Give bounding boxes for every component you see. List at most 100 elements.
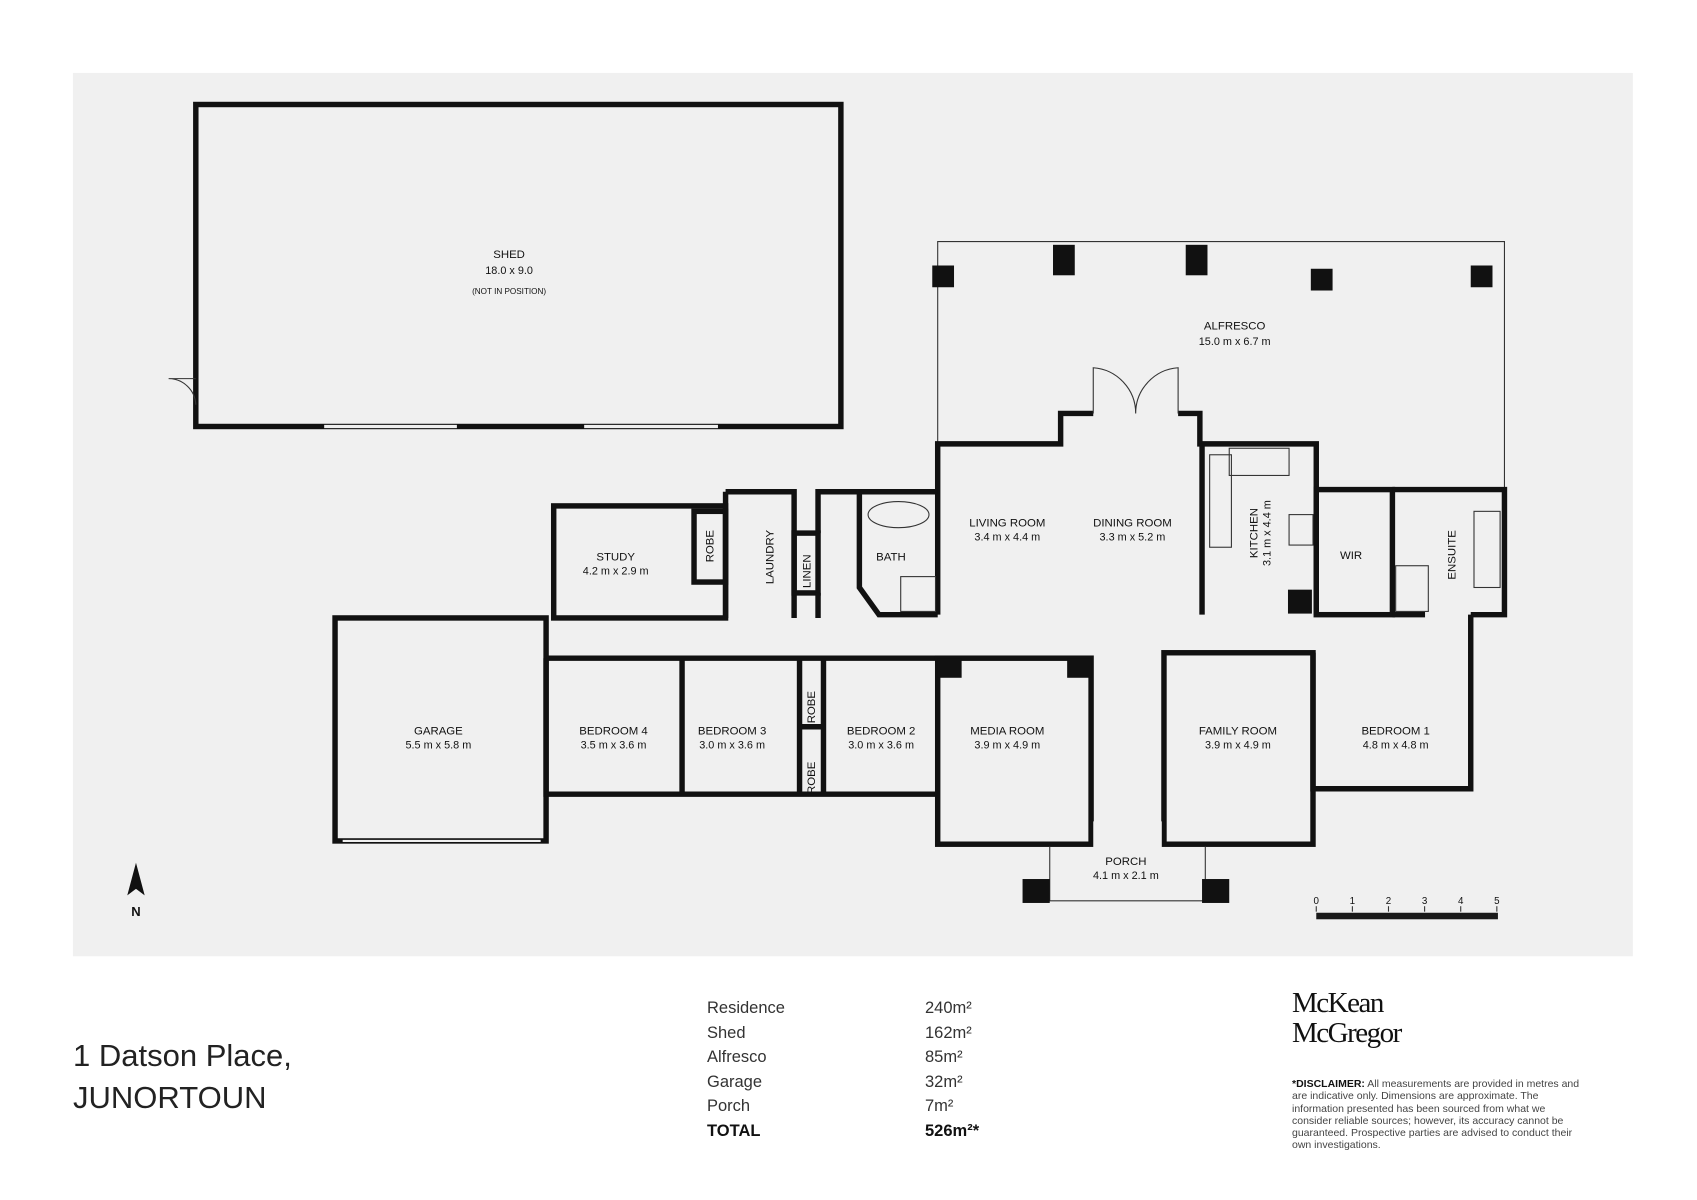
room-label-bedroom4: BEDROOM 4 3.5 m x 3.6 m: [579, 725, 648, 751]
svg-text:3.9 m x 4.9 m: 3.9 m x 4.9 m: [1205, 739, 1271, 751]
bedroom1-walls: [1310, 614, 1474, 792]
svg-text:GARAGE: GARAGE: [414, 725, 463, 737]
svg-text:SHED: SHED: [493, 249, 525, 261]
kitchen-counter: [1228, 447, 1290, 476]
room-label-kitchen: KITCHEN 3.1 m x 4.4 m: [1249, 500, 1274, 566]
svg-text:DINING ROOM: DINING ROOM: [1093, 518, 1172, 530]
porch-outline: [1049, 846, 1206, 902]
alfresco-column: [1185, 244, 1208, 276]
area-row: Porch 7m²: [707, 1094, 979, 1119]
svg-text:PORCH: PORCH: [1105, 856, 1146, 868]
shower: [1395, 565, 1429, 612]
svg-text:BEDROOM 2: BEDROOM 2: [847, 725, 915, 737]
svg-text:MEDIA ROOM: MEDIA ROOM: [970, 725, 1044, 737]
svg-text:BEDROOM 1: BEDROOM 1: [1361, 725, 1429, 737]
bath-walls: [815, 489, 938, 618]
svg-text:(NOT IN POSITION): (NOT IN POSITION): [472, 287, 546, 296]
svg-text:3.1 m x 4.4 m: 3.1 m x 4.4 m: [1262, 500, 1274, 566]
room-label-linen: LINEN: [801, 554, 813, 588]
room-label-dining: DINING ROOM 3.3 m x 5.2 m: [1093, 518, 1172, 544]
area-value: 162m²: [925, 1023, 972, 1042]
shed-walls: [193, 101, 844, 430]
area-label: Porch: [707, 1097, 751, 1115]
plan-background: [72, 72, 1633, 957]
area-value: 85m²: [925, 1048, 963, 1066]
svg-text:15.0 m x 6.7 m: 15.0 m x 6.7 m: [1199, 336, 1271, 348]
svg-text:3.3 m x 5.2 m: 3.3 m x 5.2 m: [1100, 532, 1166, 544]
area-total-row: TOTAL 526m²*: [707, 1119, 979, 1144]
scale-tick-label: 5: [1494, 896, 1500, 907]
bathtub: [867, 501, 930, 529]
porch-column: [1022, 879, 1050, 903]
room-label-living: LIVING ROOM 3.4 m x 4.4 m: [969, 518, 1045, 544]
area-value: 7m²: [925, 1097, 954, 1115]
porch-column: [1202, 879, 1230, 903]
disclaimer-heading: *DISCLAIMER:: [1292, 1078, 1365, 1090]
kitchen-bench: [1209, 454, 1232, 548]
room-label-study: STUDY 4.2 m x 2.9 m: [583, 551, 649, 577]
svg-text:4.1 m x 2.1 m: 4.1 m x 2.1 m: [1093, 870, 1159, 882]
brand-logo: McKean McGregor: [1292, 987, 1402, 1049]
disclaimer-text: All measurements are provided in metres …: [1292, 1078, 1580, 1152]
svg-text:ALFRESCO: ALFRESCO: [1204, 321, 1266, 333]
shed-door: [168, 378, 197, 405]
svg-text:BEDROOM 4: BEDROOM 4: [579, 725, 648, 737]
media-column: [1067, 658, 1092, 678]
room-label-garage: GARAGE 5.5 m x 5.8 m: [405, 725, 471, 751]
scale-tick-label: 4: [1458, 896, 1464, 907]
disclaimer: *DISCLAIMER: All measurements are provid…: [1292, 1078, 1582, 1152]
svg-text:KITCHEN: KITCHEN: [1249, 508, 1261, 558]
alfresco-column: [1053, 244, 1075, 276]
logo-line2: McGregor: [1292, 1017, 1402, 1049]
room-label-media: MEDIA ROOM 3.9 m x 4.9 m: [970, 725, 1044, 751]
svg-text:LIVING ROOM: LIVING ROOM: [969, 518, 1045, 530]
alfresco-column: [1470, 265, 1493, 288]
room-label-robe: ROBE: [806, 691, 818, 724]
address-line2: JUNORTOUN: [73, 1080, 267, 1115]
room-label-laundry: LAUNDRY: [764, 529, 776, 584]
svg-text:3.4 m x 4.4 m: 3.4 m x 4.4 m: [974, 532, 1040, 544]
total-value: 526m²*: [925, 1121, 980, 1140]
north-arrow-icon: [127, 862, 145, 896]
room-label-study-robe: ROBE: [705, 530, 717, 563]
stove: [1288, 514, 1314, 546]
french-door: [1092, 367, 1179, 414]
area-value: 32m²: [925, 1072, 963, 1091]
scale-tick-label: 2: [1386, 896, 1391, 907]
svg-text:4.2 m x 2.9 m: 4.2 m x 2.9 m: [583, 565, 649, 577]
area-label: Residence: [707, 999, 785, 1017]
room-label-bedroom3: BEDROOM 3 3.0 m x 3.6 m: [698, 725, 766, 751]
svg-text:FAMILY ROOM: FAMILY ROOM: [1199, 725, 1277, 737]
linen-walls: [791, 530, 821, 596]
svg-text:3.5 m x 3.6 m: 3.5 m x 3.6 m: [581, 739, 647, 751]
svg-text:3.9 m x 4.9 m: 3.9 m x 4.9 m: [974, 739, 1040, 751]
svg-text:4.8 m x 4.8 m: 4.8 m x 4.8 m: [1363, 739, 1429, 751]
room-label-wir: WIR: [1340, 550, 1362, 562]
room-label-shed: SHED 18.0 x 9.0 (NOT IN POSITION): [472, 249, 546, 296]
svg-text:BEDROOM 3: BEDROOM 3: [698, 725, 766, 737]
alfresco-column: [932, 265, 955, 288]
svg-text:N: N: [131, 904, 140, 919]
north-arrow: N: [127, 862, 145, 919]
total-label: TOTAL: [707, 1121, 761, 1140]
area-row: Shed 162m²: [707, 1021, 979, 1046]
fridge: [1287, 589, 1312, 614]
svg-text:18.0 x 9.0: 18.0 x 9.0: [485, 265, 533, 277]
area-label: Garage: [707, 1072, 763, 1091]
logo-line1: McKean: [1292, 987, 1384, 1019]
room-label-bath: BATH: [876, 551, 906, 563]
address-line1: 1 Datson Place,: [73, 1038, 292, 1073]
svg-text:STUDY: STUDY: [596, 551, 635, 563]
alfresco-outline: [937, 241, 1505, 490]
area-label: Shed: [707, 1023, 746, 1042]
alfresco-column: [1310, 268, 1333, 291]
media-column: [937, 658, 962, 678]
room-label-bedroom2: BEDROOM 2 3.0 m x 3.6 m: [847, 725, 915, 751]
entry-door: [1093, 821, 1162, 865]
ensuite-walls: [1392, 486, 1508, 618]
scale-tick-label: 3: [1422, 896, 1428, 907]
